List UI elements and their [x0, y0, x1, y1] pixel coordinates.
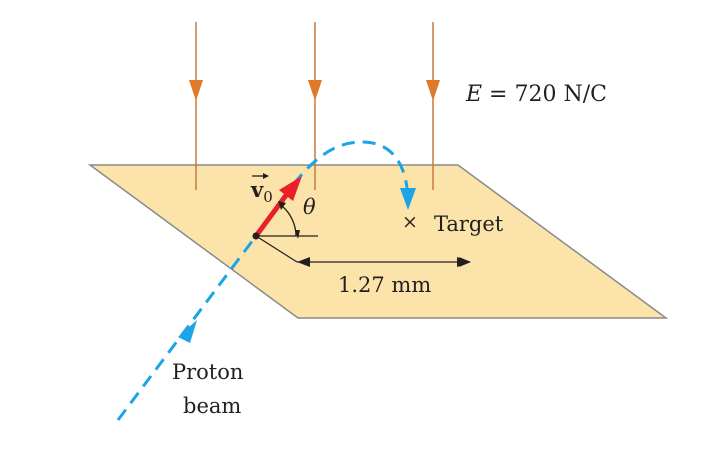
angle-arc-arrow-bottom	[295, 230, 300, 239]
svg-text:v0: v0	[250, 177, 273, 206]
field-arrowhead-1	[189, 80, 203, 101]
proton-trajectory	[116, 140, 409, 421]
distance-label: 1.27 mm	[338, 273, 431, 297]
field-arrowhead-3	[426, 80, 440, 101]
distance-extension-left	[255, 235, 298, 263]
velocity-vector-shaft	[253, 191, 290, 239]
proton-beam-label-line2: beam	[183, 394, 241, 418]
field-symbol: E	[465, 82, 482, 107]
distance-arrowhead-right	[457, 257, 470, 267]
velocity-symbol: v	[250, 177, 264, 202]
target-marker: ×	[402, 211, 418, 233]
charged-plate	[87, 164, 669, 319]
vector-overbar-head	[263, 173, 269, 179]
field-strength-label: E = 720 N/C	[465, 82, 607, 107]
angle-label: θ	[303, 195, 316, 219]
field-value: = 720 N/C	[482, 82, 607, 107]
distance-arrowhead-left	[297, 257, 310, 267]
proton-beam-label-line1: Proton	[172, 360, 243, 384]
velocity-vector-head	[279, 176, 302, 201]
field-arrowhead-2	[308, 80, 322, 101]
angle-arc	[281, 205, 297, 237]
trajectory-end-arrow	[400, 188, 416, 210]
velocity-label: v0	[250, 173, 273, 206]
angle-arc-arrow-top	[278, 201, 286, 210]
beam-direction-arrow	[178, 320, 197, 343]
target-label: Target	[434, 212, 504, 236]
velocity-subscript: 0	[263, 188, 273, 206]
